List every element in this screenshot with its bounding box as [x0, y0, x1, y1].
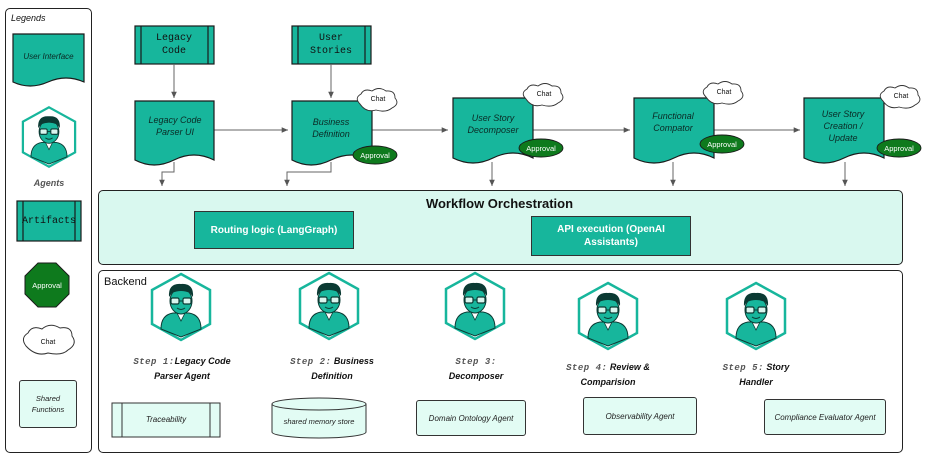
backend-title: Backend [104, 276, 147, 288]
step2-caption: Step 2: Business Definition [280, 355, 384, 384]
step4-name: Review & Comparision [580, 362, 650, 387]
domain-ontology-agent[interactable]: Domain Ontology Agent [416, 400, 526, 436]
step3-number: Step 3: [455, 357, 497, 367]
node-business-definition-label[interactable]: Business Definition [312, 117, 350, 139]
node-comparator-shape [633, 97, 715, 164]
legend-approval-label: Approval [32, 280, 62, 290]
agent-step4-icon [577, 281, 639, 351]
node-decomposer-shape [452, 97, 534, 164]
observability-agent[interactable]: Observability Agent [583, 397, 697, 435]
routing-logic-button[interactable]: Routing logic (LangGraph) [194, 211, 354, 249]
approval-creation [876, 138, 922, 158]
step1-name: Legacy Code Parser Agent [154, 356, 231, 381]
approval-comparator [699, 134, 745, 154]
step5-number: Step 5: [722, 363, 764, 373]
chat-cloud-definition [356, 88, 398, 112]
legend-chat-label: Chat [40, 338, 56, 346]
workflow-orchestration-title: Workflow Orchestration [425, 196, 574, 211]
agent-step1-icon [150, 272, 212, 342]
chat-cloud-comparator [702, 81, 744, 105]
node-creation-label[interactable]: User Story Creation / Update [821, 109, 865, 143]
step3-caption: Step 3: Decomposer [436, 355, 516, 384]
step1-caption: Step 1:Legacy Code Parser Agent [126, 355, 238, 384]
chat-label-definition[interactable]: Chat [370, 95, 386, 103]
chat-label-creation[interactable]: Chat [893, 92, 909, 100]
legend-artifact-shape [16, 200, 82, 242]
shared-memory-label[interactable]: shared memory store [283, 417, 355, 427]
node-creation-shape [803, 97, 885, 164]
chat-label-comparator[interactable]: Chat [716, 88, 732, 96]
approval-label-creation[interactable]: Approval [884, 143, 914, 153]
legend-user-interface-label: User Interface [23, 51, 74, 61]
legend-artifacts-label: Artifacts [21, 215, 76, 227]
approval-label-definition[interactable]: Approval [360, 150, 390, 160]
legacy-code-artifact [134, 25, 215, 65]
step3-name: Decomposer [448, 370, 504, 381]
step5-name: Story Handler [739, 362, 790, 387]
node-decomposer-label[interactable]: User Story Decomposer [467, 113, 519, 135]
agent-step5-icon [725, 281, 787, 351]
node-legacy-parser-shape [134, 100, 215, 166]
node-legacy-parser-label[interactable]: Legacy Code Parser UI [148, 115, 202, 137]
arrow-parser-to-orchestration [159, 162, 175, 186]
step2-number: Step 2: [290, 357, 332, 367]
approval-definition [352, 145, 398, 165]
user-stories-label: User Stories [309, 33, 352, 57]
shared-memory-shape [271, 397, 367, 439]
step2-name: Business Definition [311, 356, 374, 381]
legend-agent-icon [21, 106, 77, 168]
api-execution-button[interactable]: API execution (OpenAI Assistants) [531, 216, 691, 256]
legend-title: Legends [11, 13, 46, 24]
chat-cloud-decomposer [522, 83, 564, 107]
arrow-definition-to-orchestration [284, 162, 332, 186]
node-comparator-label[interactable]: Functional Compator [652, 111, 694, 133]
step1-number: Step 1: [133, 357, 175, 367]
legacy-code-label: Legacy Code [155, 33, 192, 57]
step4-caption: Step 4: Review & Comparision [558, 361, 658, 390]
legend-shared-functions: Shared Functions [19, 380, 77, 428]
approval-decomposer [518, 138, 564, 158]
legend-approval-shape [24, 262, 70, 308]
approval-label-decomposer[interactable]: Approval [526, 143, 556, 153]
step5-caption: Step 5: Story Handler [714, 361, 798, 390]
chat-label-decomposer[interactable]: Chat [536, 90, 552, 98]
legend-agents-label: Agents [33, 178, 65, 189]
chat-cloud-creation [879, 85, 921, 109]
legend-user-interface-shape [12, 33, 85, 87]
legend-chat-shape [22, 324, 75, 355]
traceability-shape [111, 402, 221, 438]
agent-step2-icon [298, 271, 360, 341]
agent-step3-icon [444, 271, 506, 341]
approval-label-comparator[interactable]: Approval [707, 139, 737, 149]
step4-number: Step 4: [566, 363, 608, 373]
compliance-evaluator-agent[interactable]: Compliance Evaluator Agent [764, 399, 886, 435]
traceability-label[interactable]: Traceability [145, 414, 187, 424]
